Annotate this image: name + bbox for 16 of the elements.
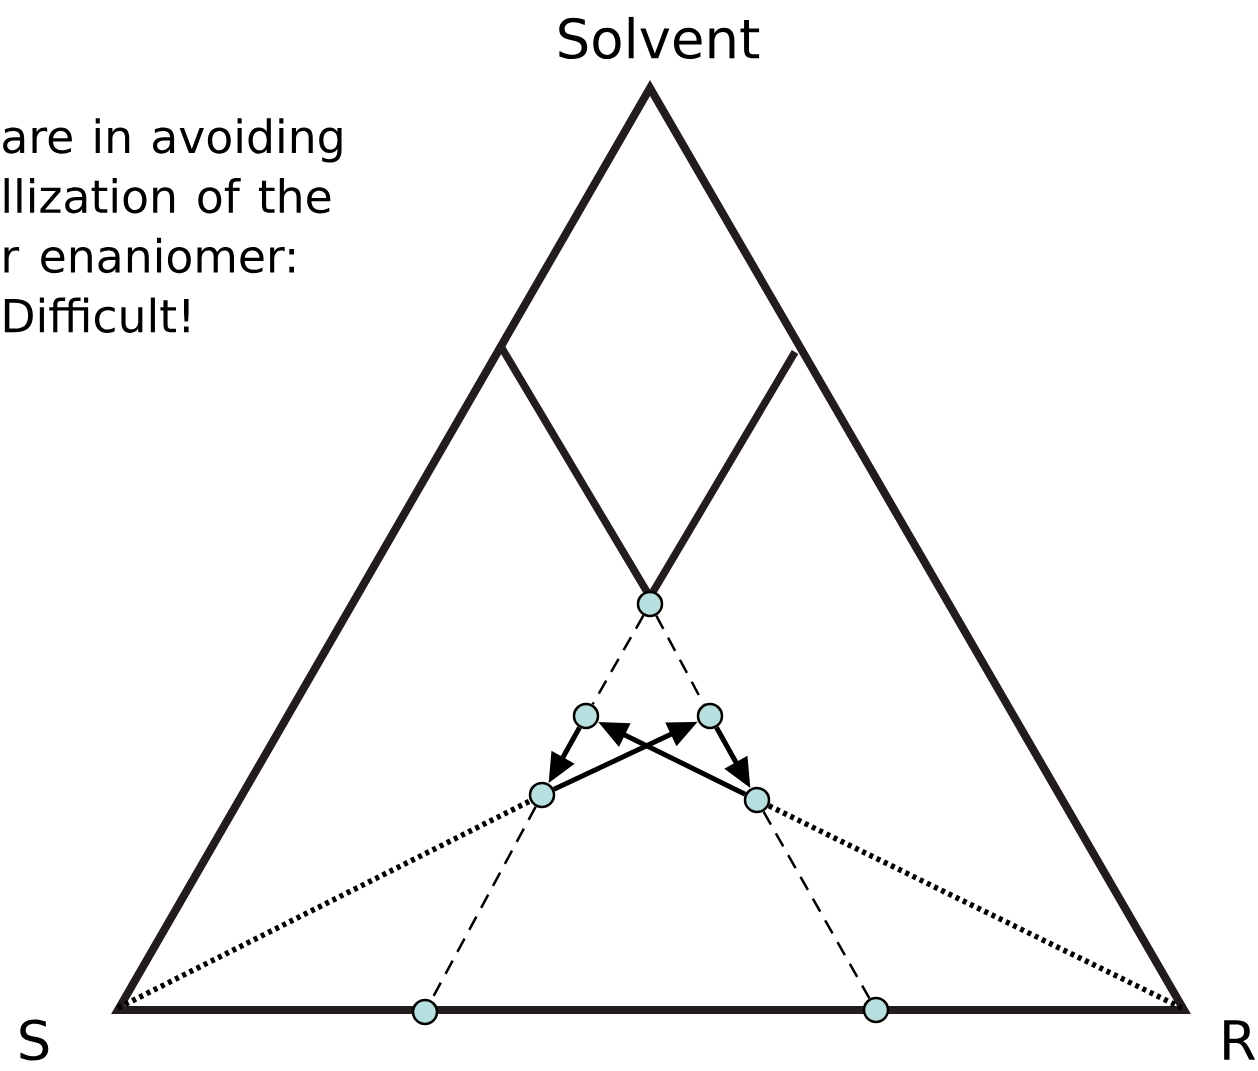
point-marker: [411, 998, 439, 1026]
point-marker: [636, 590, 664, 618]
note-text: are in avoiding llization of the r enaniomer: Difficult!: [3, 118, 342, 333]
point-marker: [696, 702, 724, 730]
point-marker: [862, 996, 890, 1024]
point-marker: [572, 702, 600, 730]
dashed-line: [591, 614, 645, 706]
dashed-line: [762, 810, 871, 1000]
dashed-line: [655, 615, 705, 705]
dotted-line: [116, 798, 532, 1011]
vertex-label: S: [20, 1019, 49, 1061]
dotted-line: [767, 803, 1184, 1011]
vertex-label: R: [1224, 1020, 1256, 1060]
point-marker: [743, 786, 771, 814]
point-marker: [528, 781, 556, 809]
vertex-label: Solvent: [559, 16, 760, 60]
